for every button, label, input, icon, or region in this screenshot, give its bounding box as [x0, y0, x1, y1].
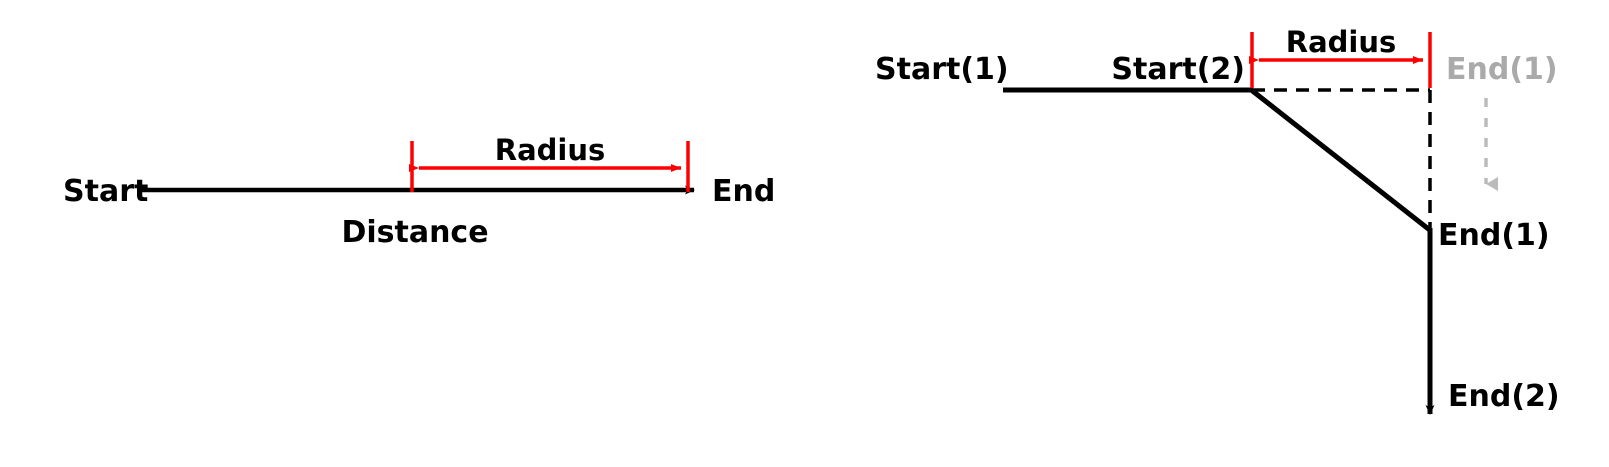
right-panel: Start(1) Start(2) Radius End(1) End(1) E… — [875, 25, 1560, 415]
right-start2-label: Start(2) — [1111, 52, 1245, 87]
left-panel: Start End Radius Distance — [63, 133, 775, 250]
right-end1-ghost-label: End(1) — [1446, 52, 1558, 87]
left-end-label: End — [712, 174, 775, 209]
right-end2-label: End(2) — [1448, 379, 1560, 414]
left-distance-label: Distance — [341, 215, 488, 250]
left-radius-label: Radius — [495, 133, 606, 167]
right-start1-label: Start(1) — [875, 52, 1009, 87]
right-end1-label: End(1) — [1438, 218, 1550, 253]
right-radius-label: Radius — [1286, 25, 1397, 59]
left-start-label: Start — [63, 174, 148, 209]
right-diagonal-segment — [1248, 87, 1433, 233]
